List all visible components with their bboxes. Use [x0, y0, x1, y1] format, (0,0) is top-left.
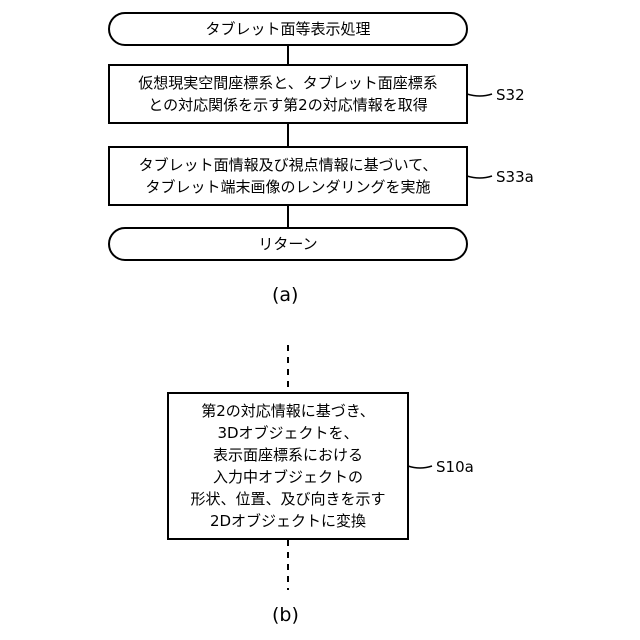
process-step-s10a: 第2の対応情報に基づき、 3Dオブジェクトを、 表示面座標系における 入力中オブ… — [167, 392, 409, 540]
step-label-s32: S32 — [496, 86, 525, 104]
process-step-s33a: タブレット面情報及び視点情報に基づいて、 タブレット端末画像のレンダリングを実施 — [108, 146, 468, 206]
step-s10a-line-2: 3Dオブジェクトを、 — [190, 422, 385, 444]
end-terminal-text: リターン — [258, 233, 317, 255]
caption-b: (b) — [272, 604, 299, 626]
process-step-s32: 仮想現実空間座標系と、タブレット面座標系 との対応関係を示す第2の対応情報を取得 — [108, 64, 468, 124]
leader-s32 — [467, 94, 492, 96]
step-s10a-line-3: 表示面座標系における — [190, 444, 385, 466]
step-s32-line-1: 仮想現実空間座標系と、タブレット面座標系 — [138, 72, 437, 94]
step-s33a-line-1: タブレット面情報及び視点情報に基づいて、 — [139, 154, 438, 176]
leader-s33a — [467, 176, 492, 178]
leader-s10a — [408, 466, 432, 468]
start-terminal-text: タブレット面等表示処理 — [205, 18, 370, 40]
step-s10a-line-4: 入力中オブジェクトの — [190, 466, 385, 488]
step-s10a-line-6: 2Dオブジェクトに変換 — [190, 510, 385, 532]
step-s33a-line-2: タブレット端末画像のレンダリングを実施 — [139, 176, 438, 198]
step-s10a-line-1: 第2の対応情報に基づき、 — [190, 400, 385, 422]
step-s32-line-2: との対応関係を示す第2の対応情報を取得 — [138, 94, 437, 116]
start-terminal: タブレット面等表示処理 — [108, 12, 468, 46]
caption-a: (a) — [272, 284, 298, 306]
step-label-s10a: S10a — [436, 458, 474, 476]
end-terminal: リターン — [108, 227, 468, 261]
step-label-s33a: S33a — [496, 168, 534, 186]
step-s10a-line-5: 形状、位置、及び向きを示す — [190, 488, 385, 510]
